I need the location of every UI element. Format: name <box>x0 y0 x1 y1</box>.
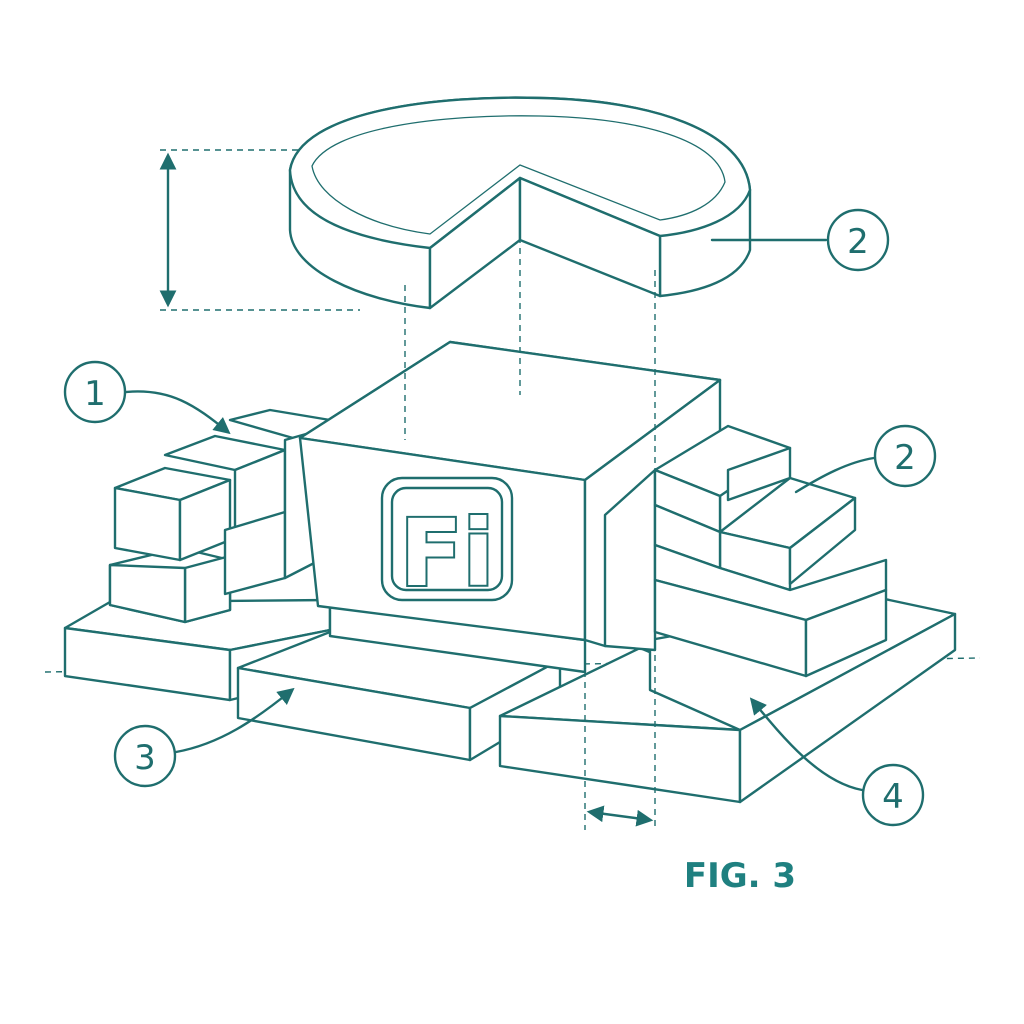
callout-2-right: 2 <box>794 424 937 494</box>
left-cube-stack <box>108 408 332 624</box>
callout-1: 1 <box>63 360 231 435</box>
right-stepped-stack <box>653 424 888 678</box>
callout-2-top: 2 <box>710 208 890 272</box>
top-disc <box>288 96 752 310</box>
svg-text:2: 2 <box>894 438 916 478</box>
fi-logo: Fi <box>380 476 514 609</box>
svg-text:4: 4 <box>882 777 904 817</box>
left-base-slab <box>63 598 332 702</box>
width-dimension <box>586 805 654 827</box>
callout-3: 3 <box>113 687 295 788</box>
svg-text:2: 2 <box>847 222 869 262</box>
logo-text: Fi <box>400 500 494 607</box>
svg-text:3: 3 <box>134 738 156 778</box>
figure-label: FIG. 3 <box>684 856 796 896</box>
callout-4: 4 <box>749 697 925 827</box>
height-dimension <box>159 149 360 311</box>
svg-text:1: 1 <box>84 374 106 414</box>
projection-lines <box>404 215 656 830</box>
